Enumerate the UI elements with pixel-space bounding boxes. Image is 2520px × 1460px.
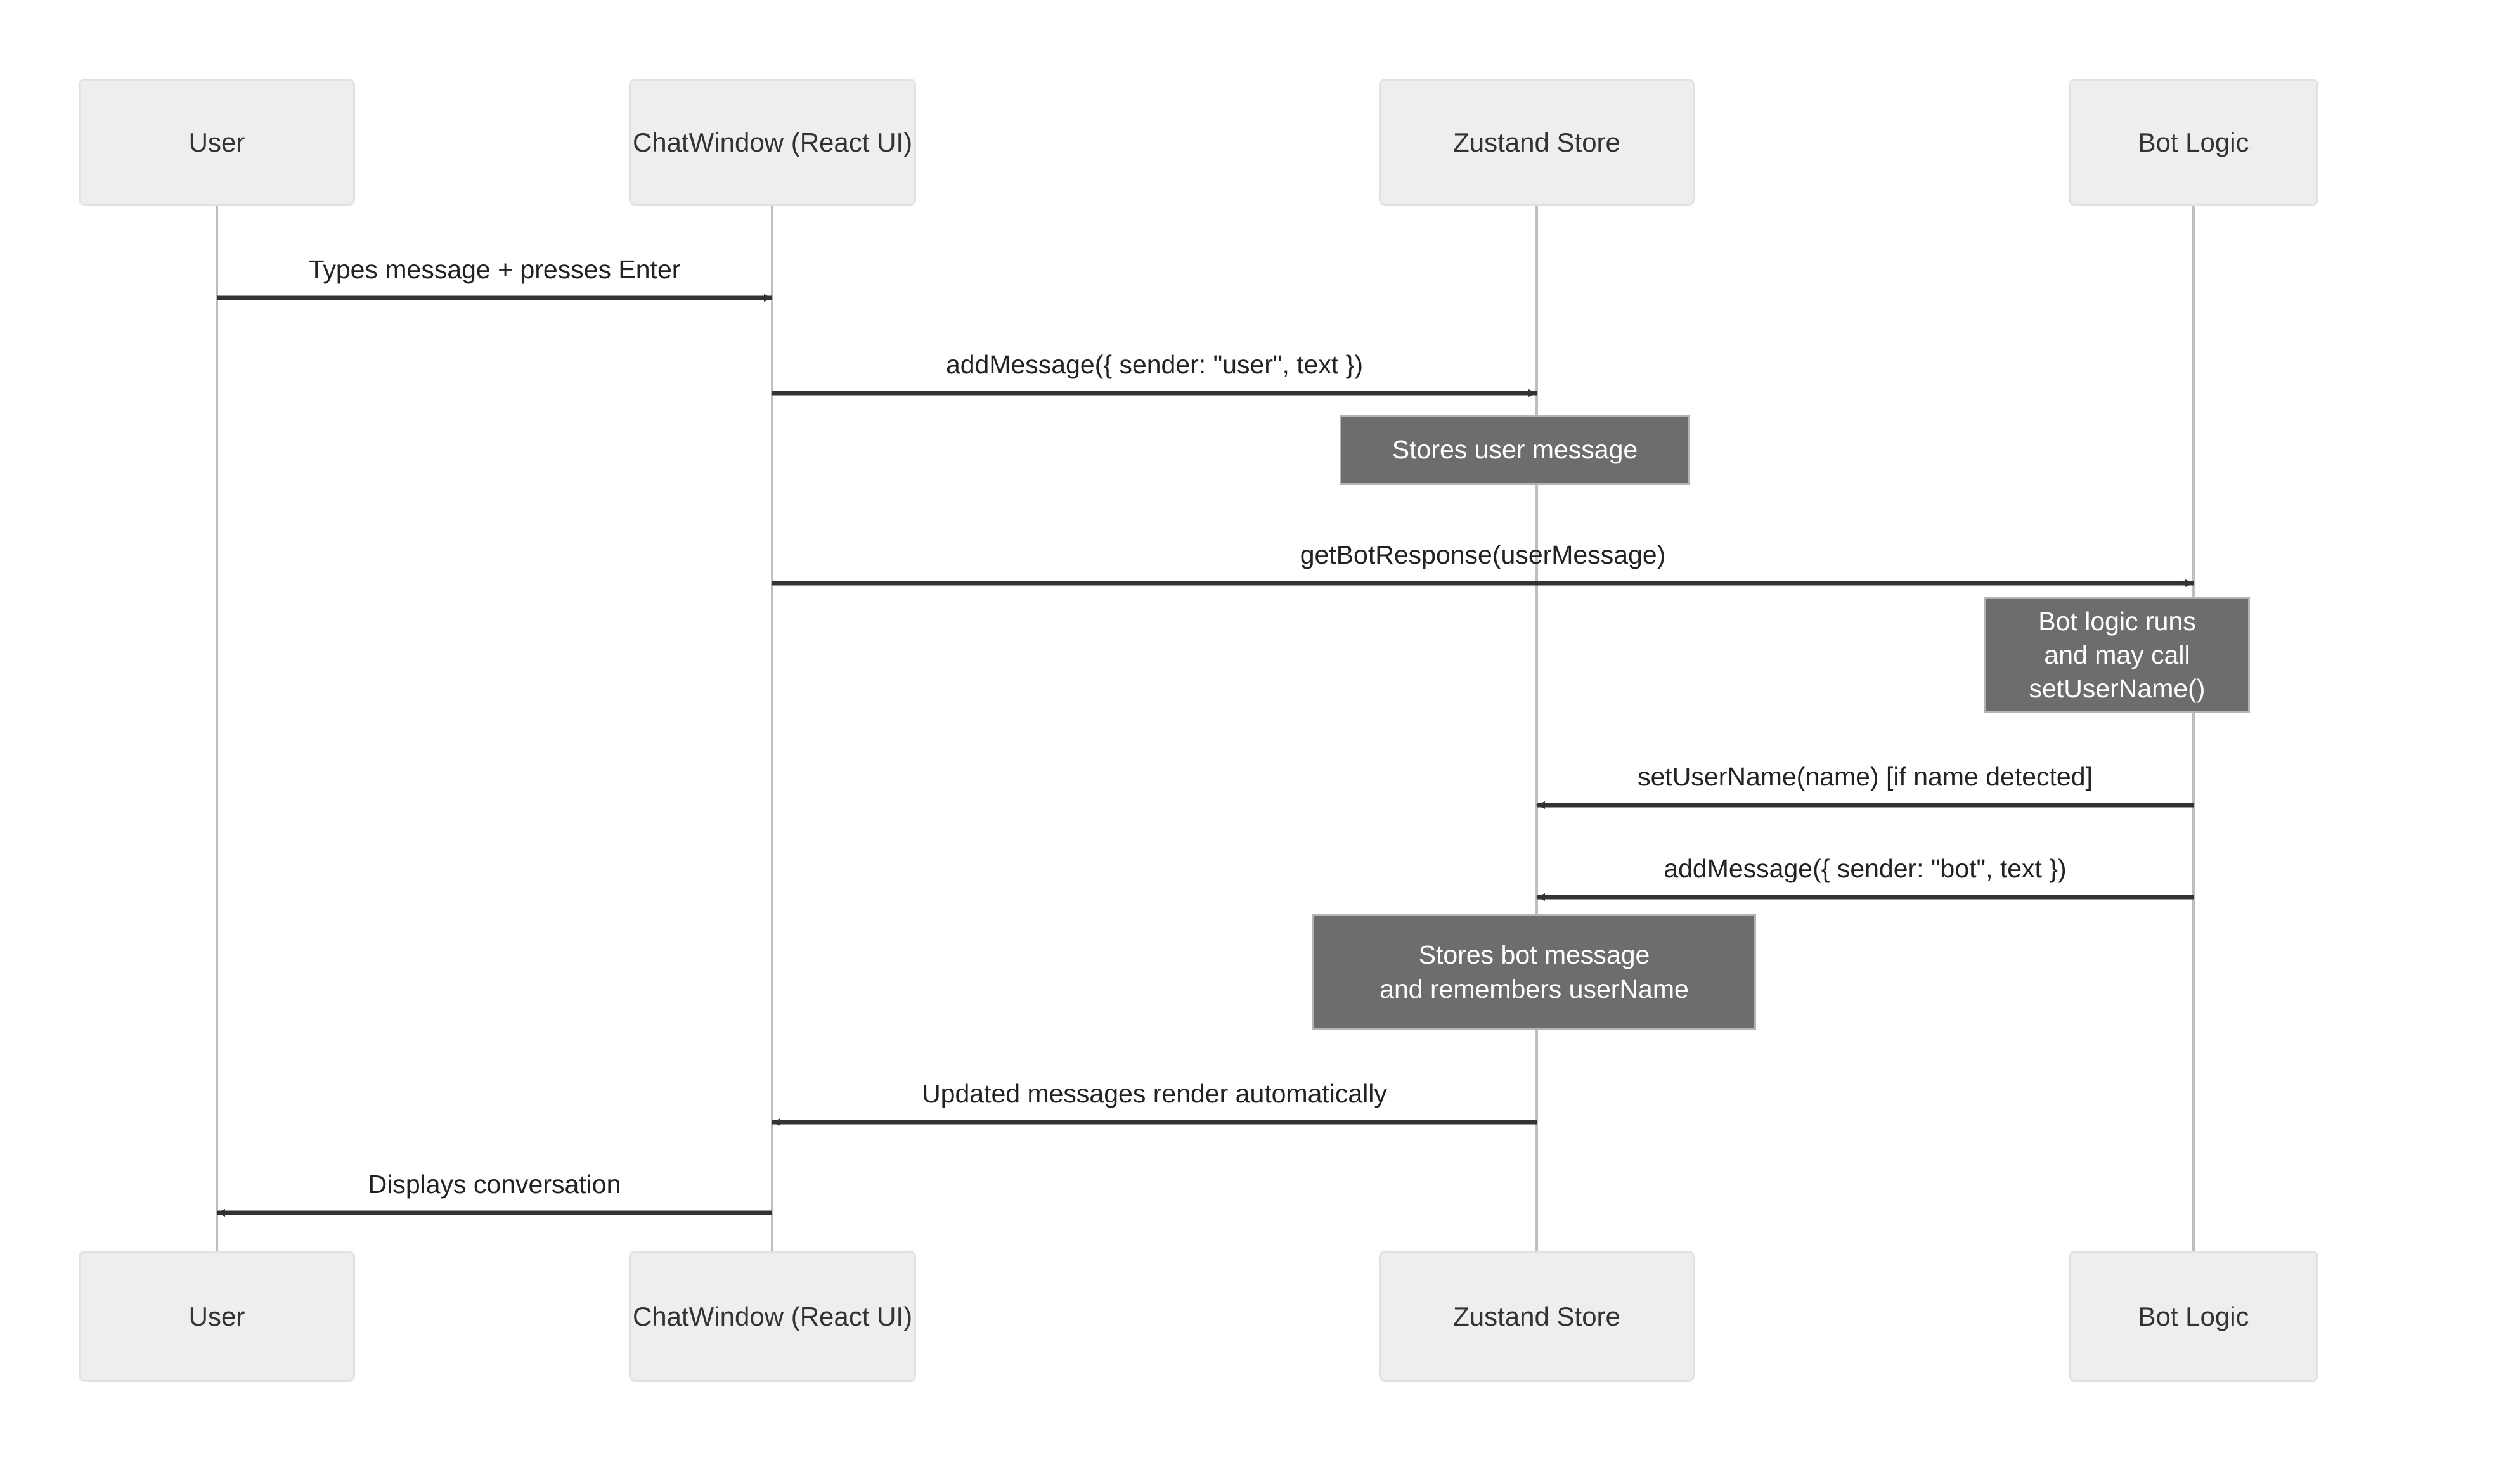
- message-label-1: Types message + presses Enter: [308, 255, 681, 284]
- participant-label: ChatWindow (React UI): [632, 127, 913, 157]
- note-bot-logic-runs: Bot logic runs and may call setUserName(…: [1984, 597, 2250, 713]
- participant-label: ChatWindow (React UI): [632, 1301, 913, 1331]
- participant-label: Zustand Store: [1453, 127, 1620, 157]
- message-label-6: Updated messages render automatically: [922, 1079, 1387, 1108]
- participant-store-bottom[interactable]: Zustand Store: [1379, 1251, 1695, 1382]
- message-label-7: Displays conversation: [368, 1170, 621, 1199]
- participant-chatwindow-bottom[interactable]: ChatWindow (React UI): [629, 1251, 916, 1382]
- message-label-3: getBotResponse(userMessage): [1300, 540, 1666, 569]
- note-text: Bot logic runs and may call setUserName(…: [2029, 606, 2206, 704]
- note-text: Stores bot message and remembers userNam…: [1380, 940, 1689, 1004]
- participant-store-top[interactable]: Zustand Store: [1379, 79, 1695, 206]
- participant-user-top[interactable]: User: [79, 79, 355, 206]
- note-text: Stores user message: [1392, 435, 1638, 465]
- participant-chatwindow-top[interactable]: ChatWindow (React UI): [629, 79, 916, 206]
- note-stores-user-message: Stores user message: [1340, 415, 1690, 485]
- participant-label: Bot Logic: [2138, 1301, 2249, 1331]
- message-label-5: addMessage({ sender: "bot", text }): [1664, 854, 2067, 883]
- note-stores-bot-message: Stores bot message and remembers userNam…: [1312, 914, 1756, 1030]
- participant-bot-bottom[interactable]: Bot Logic: [2069, 1251, 2318, 1382]
- arrows-group: [216, 294, 2194, 1217]
- participant-label: Bot Logic: [2138, 127, 2249, 157]
- message-label-2: addMessage({ sender: "user", text }): [945, 350, 1364, 379]
- participant-bot-top[interactable]: Bot Logic: [2069, 79, 2318, 206]
- participant-user-bottom[interactable]: User: [79, 1251, 355, 1382]
- participant-label: Zustand Store: [1453, 1301, 1620, 1331]
- participant-label: User: [188, 127, 245, 157]
- lifelines-group: [216, 206, 2195, 1251]
- participant-label: User: [188, 1301, 245, 1331]
- message-label-4: setUserName(name) [if name detected]: [1638, 762, 2093, 791]
